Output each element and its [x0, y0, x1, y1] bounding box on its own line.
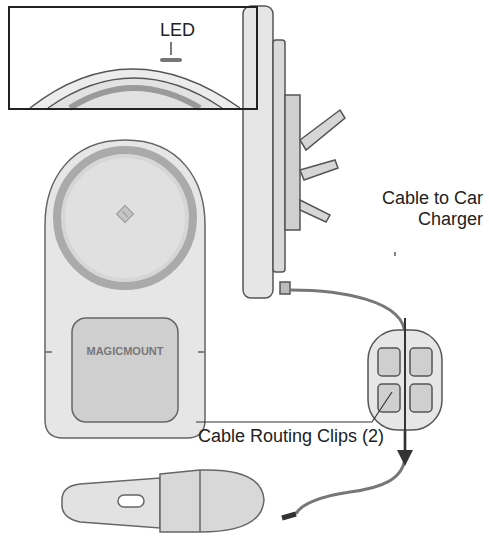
brand-text: MAGICMOUNT: [76, 345, 174, 358]
leader-lines: [196, 252, 395, 422]
led-inset-frame: LED: [8, 6, 258, 110]
mount-front-view: [45, 140, 205, 438]
led-inset-art: [30, 42, 240, 108]
cable-direction-arrow: [397, 318, 413, 466]
car-charger: [62, 470, 264, 532]
part-label: Cable Routing Clips (2): [198, 426, 428, 447]
part-label: LED: [158, 20, 197, 41]
part-label: Cable to Car Charger: [366, 188, 483, 229]
